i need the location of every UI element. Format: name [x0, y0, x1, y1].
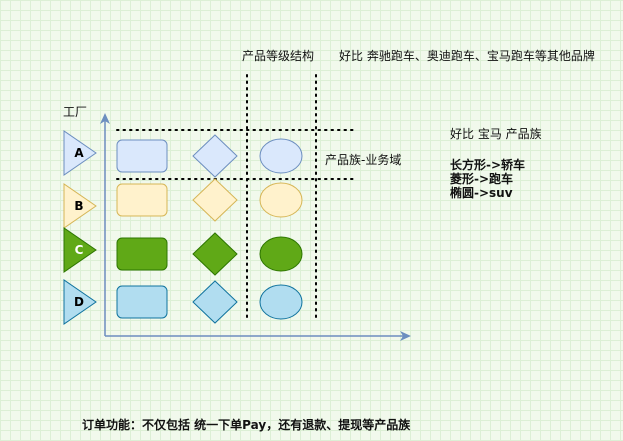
product-shapes — [116, 134, 303, 324]
axes — [100, 113, 411, 341]
grade-example-label: 好比 奔驰跑车、奥迪跑车、宝马跑车等其他品牌 — [339, 49, 595, 63]
shape-map-ellipse: 椭圆->suv — [450, 186, 513, 200]
rectangle-shape-row-2 — [116, 183, 168, 217]
rectangle-shape-row-4 — [116, 285, 168, 319]
ellipse-shape-row-1 — [259, 138, 303, 174]
ellipse-shape-row-2 — [259, 182, 303, 218]
x-axis-arrow-icon — [400, 331, 411, 341]
factory-a-label: A — [74, 146, 84, 160]
ellipse-shape-row-3 — [259, 236, 303, 272]
order-function-note: 订单功能：不仅包括 统一下单Pay，还有退款、提现等产品族 — [82, 418, 411, 432]
factory-c-label: C — [75, 243, 84, 257]
diamond-shape-row-4 — [192, 280, 238, 324]
ellipse-shape-row-4 — [259, 284, 303, 320]
diamond-shape-row-1 — [192, 134, 238, 178]
factory-a-triangle — [63, 130, 97, 176]
shape-map-diamond: 菱形->跑车 — [450, 172, 514, 186]
product-grade-structure-label: 产品等级结构 — [242, 49, 315, 63]
rectangle-shape-row-3 — [116, 237, 168, 271]
dotted-guide-lines — [116, 74, 358, 323]
factory-d-label: D — [74, 295, 84, 309]
factory-d-triangle — [63, 279, 97, 325]
diamond-shape-row-3 — [192, 232, 238, 276]
shape-map-rectangle: 长方形->轿车 — [450, 158, 526, 172]
factory-c-triangle — [63, 227, 97, 273]
factory-triangles: A B C D — [63, 130, 97, 325]
product-family-business-domain-label: 产品族-业务域 — [325, 153, 402, 167]
factory-b-label: B — [74, 199, 83, 213]
factory-label: 工厂 — [63, 105, 88, 119]
family-example-label: 好比 宝马 产品族 — [450, 127, 542, 141]
y-axis-arrow-icon — [100, 113, 110, 124]
diamond-shape-row-2 — [192, 178, 238, 222]
rectangle-shape-row-1 — [116, 139, 168, 173]
factory-b-triangle — [63, 183, 97, 229]
